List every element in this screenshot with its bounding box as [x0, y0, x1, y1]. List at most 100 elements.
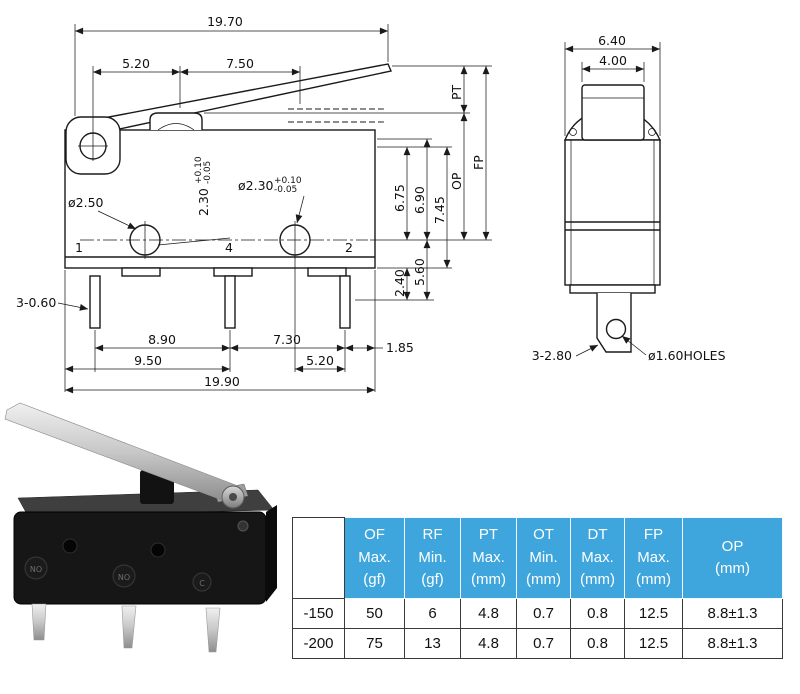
photo-rivet: [237, 520, 249, 532]
spec-header-of: OF Max. (gf): [344, 517, 405, 599]
dim-2-30-value: 2.30: [196, 188, 211, 216]
product-photo: NO NO C: [4, 402, 277, 653]
photo-pin-1: [31, 603, 47, 641]
svg-text:2.40: 2.40: [392, 269, 407, 297]
svg-text:6.75: 6.75: [392, 184, 407, 212]
terminal-label-2: 2: [345, 240, 353, 255]
dim-dia-2-30-tol-plus: +0.10: [274, 176, 302, 186]
spec-table: OF Max. (gf) RF Min. (gf) PT Max. (mm) O…: [292, 517, 783, 659]
side-view-dimensions: 19.70 5.20 7.50 ø2.50 2.30 +0.10 -0.05 ø…: [16, 14, 492, 394]
front-view-outline: [563, 84, 662, 353]
svg-text:FP: FP: [471, 155, 486, 170]
spec-cell: 13: [404, 628, 461, 659]
spec-cell: 0.8: [570, 628, 625, 659]
photo-pin-3: [205, 607, 221, 653]
photo-marking-3: C: [199, 579, 205, 588]
dim-2-30-tol-plus: +0.10: [194, 156, 204, 184]
dim-3-0-60: 3-0.60: [16, 295, 56, 310]
dim-6-75: 6.75: [392, 184, 407, 212]
spec-cell: -200: [292, 628, 345, 659]
spec-cell: 6: [404, 598, 461, 629]
front-plunger: [581, 84, 645, 141]
spec-cell: 75: [344, 628, 405, 659]
spec-row-200: -200 75 13 4.8 0.7 0.8 12.5 8.8±1.3: [292, 628, 783, 659]
side-view-outline: [64, 63, 392, 329]
spec-header-dt: DT Max. (mm): [570, 517, 625, 599]
photo-marking-ring-3: [192, 572, 212, 592]
label-fp: FP: [471, 155, 486, 170]
photo-pin-2: [121, 605, 137, 649]
svg-text:7.45: 7.45: [432, 196, 447, 224]
terminal-label-1: 1: [75, 240, 83, 255]
spec-row-150: -150 50 6 4.8 0.7 0.8 12.5 8.8±1.3: [292, 598, 783, 629]
photo-hole-center: [150, 542, 166, 558]
svg-text:5.60: 5.60: [412, 258, 427, 286]
dim-5-60: 5.60: [412, 258, 427, 286]
spec-header-op: OP (mm): [682, 517, 783, 599]
dim-9-50: 9.50: [134, 353, 162, 368]
dim-dia-2-50: ø2.50: [68, 195, 104, 210]
dim-2-30-vertical: 2.30 +0.10 -0.05: [194, 156, 213, 216]
dim-3-2-80: 3-2.80: [532, 348, 572, 363]
svg-text:PT: PT: [449, 84, 464, 100]
spec-cell: 4.8: [460, 598, 517, 629]
spec-header-fp: FP Max. (mm): [624, 517, 683, 599]
photo-marking-1: NO: [30, 565, 42, 574]
dim-19-70: 19.70: [207, 14, 243, 29]
photo-marking-2: NO: [118, 573, 130, 582]
spec-header-pt: PT Max. (mm): [460, 517, 517, 599]
plunger: [149, 112, 203, 130]
terminal-pin-1: [89, 275, 101, 329]
photo-body-front: [13, 511, 267, 605]
spec-cell: 0.8: [570, 598, 625, 629]
dim-5-20-top: 5.20: [122, 56, 150, 71]
spec-header-blank: [292, 517, 345, 599]
dim-4-00: 4.00: [599, 53, 627, 68]
spec-header-rf: RF Min. (gf): [404, 517, 461, 599]
photo-lever-roll-center: [229, 493, 237, 501]
spec-cell: 4.8: [460, 628, 517, 659]
dim-2-30-tol-minus: -0.05: [203, 161, 213, 184]
spec-cell: 8.8±1.3: [682, 598, 783, 629]
lever-arm: [70, 63, 392, 138]
dim-19-90: 19.90: [204, 374, 240, 389]
dim-2-40: 2.40: [392, 269, 407, 297]
spec-cell: 0.7: [516, 628, 571, 659]
front-body: [564, 139, 661, 286]
dim-6-40: 6.40: [598, 33, 626, 48]
svg-text:OP: OP: [449, 172, 464, 190]
front-view-dimensions: 6.40 4.00 3-2.80 ø1.60HOLES: [532, 33, 726, 363]
svg-text:6.90: 6.90: [412, 186, 427, 214]
photo-lever: [4, 402, 245, 503]
photo-switch: NO NO C: [4, 402, 277, 653]
spec-cell: 12.5: [624, 628, 683, 659]
spec-cell: 50: [344, 598, 405, 629]
spec-header-ot: OT Min. (mm): [516, 517, 571, 599]
technical-drawing: 19.70 5.20 7.50 ø2.50 2.30 +0.10 -0.05 ø…: [16, 14, 726, 394]
dim-1-85: 1.85: [386, 340, 414, 355]
label-op: OP: [449, 172, 464, 190]
dim-dia-1-60-holes: ø1.60HOLES: [648, 348, 726, 363]
dim-6-90: 6.90: [412, 186, 427, 214]
terminal-hole: [605, 318, 627, 340]
dim-7-30: 7.30: [273, 332, 301, 347]
spec-cell: -150: [292, 598, 345, 629]
dim-7-45: 7.45: [432, 196, 447, 224]
photo-marking-ring-2: [112, 564, 136, 588]
terminal-label-4: 4: [225, 240, 233, 255]
spec-cell: 12.5: [624, 598, 683, 629]
dim-8-90: 8.90: [148, 332, 176, 347]
spec-cell: 0.7: [516, 598, 571, 629]
photo-hole-left: [62, 538, 78, 554]
dim-dia-2-30: ø2.30: [238, 178, 274, 193]
label-pt: PT: [449, 84, 464, 100]
dim-5-20-bottom: 5.20: [306, 353, 334, 368]
spec-header-row: OF Max. (gf) RF Min. (gf) PT Max. (mm) O…: [292, 517, 783, 599]
spec-cell: 8.8±1.3: [682, 628, 783, 659]
terminal-pin-4: [224, 275, 236, 329]
dim-dia-2-30-tol-minus: -0.05: [274, 185, 297, 195]
photo-body-side: [266, 505, 277, 602]
photo-marking-ring-1: [24, 556, 48, 580]
dim-7-50: 7.50: [226, 56, 254, 71]
